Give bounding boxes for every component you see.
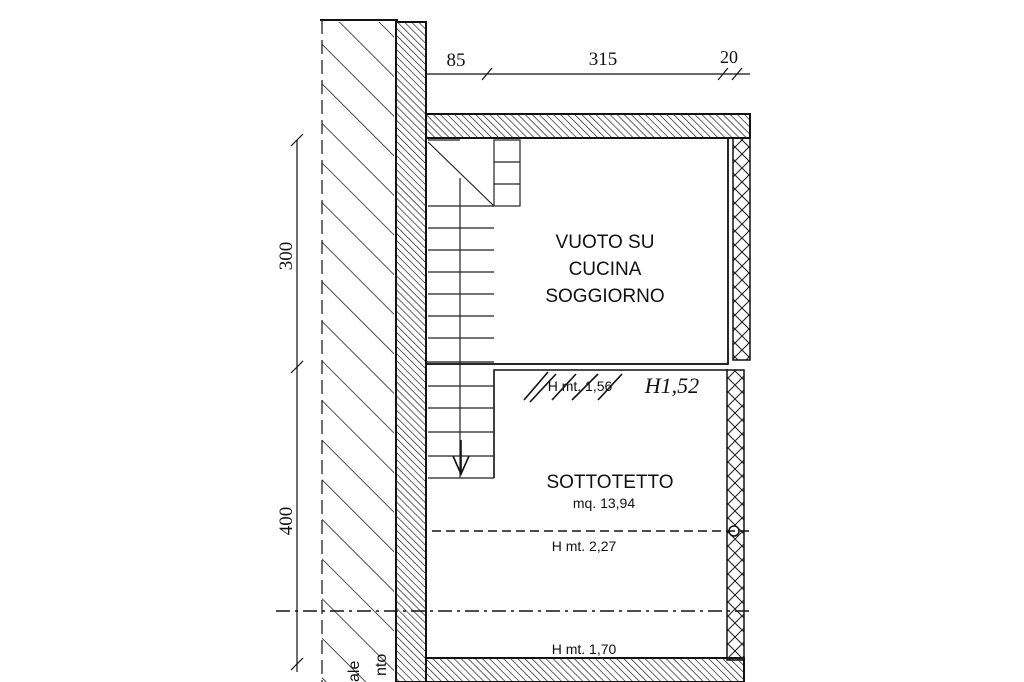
edge-fragment-2: nto — [373, 654, 390, 676]
height-label-mid: H mt. 2,27 — [552, 538, 617, 554]
attic-title: SOTTOTETTO — [546, 472, 673, 493]
dimension-left-1: 300 — [276, 242, 297, 271]
stair-direction-arrow — [452, 440, 470, 476]
right-walls — [726, 137, 751, 661]
dimension-left-2: 400 — [276, 507, 297, 536]
top-dimension-line — [426, 67, 750, 81]
dimension-top-2: 315 — [589, 49, 618, 70]
room-outlines — [425, 137, 729, 478]
void-label-line-1: VUOTO SU — [556, 232, 655, 253]
outer-walls — [395, 21, 751, 682]
dimension-top-3: 20 — [720, 47, 738, 67]
edge-fragment-1: ale — [346, 661, 363, 682]
adjacent-wall-hatch — [320, 19, 398, 682]
height-label-bottom: H mt. 1,70 — [552, 641, 617, 657]
void-label-line-3: SOGGIORNO — [545, 286, 664, 307]
height-lines — [276, 530, 750, 612]
void-label-line-2: CUCINA — [569, 259, 642, 280]
left-dimension-line — [290, 133, 304, 672]
handwritten-correction: H1,52 — [644, 373, 699, 398]
attic-area: mq. 13,94 — [573, 495, 635, 511]
staircase — [427, 139, 521, 479]
height-label-struck: H mt. 1,56 — [548, 378, 613, 394]
dimension-top-1: 85 — [447, 50, 466, 71]
strike-through-marks — [523, 371, 623, 403]
